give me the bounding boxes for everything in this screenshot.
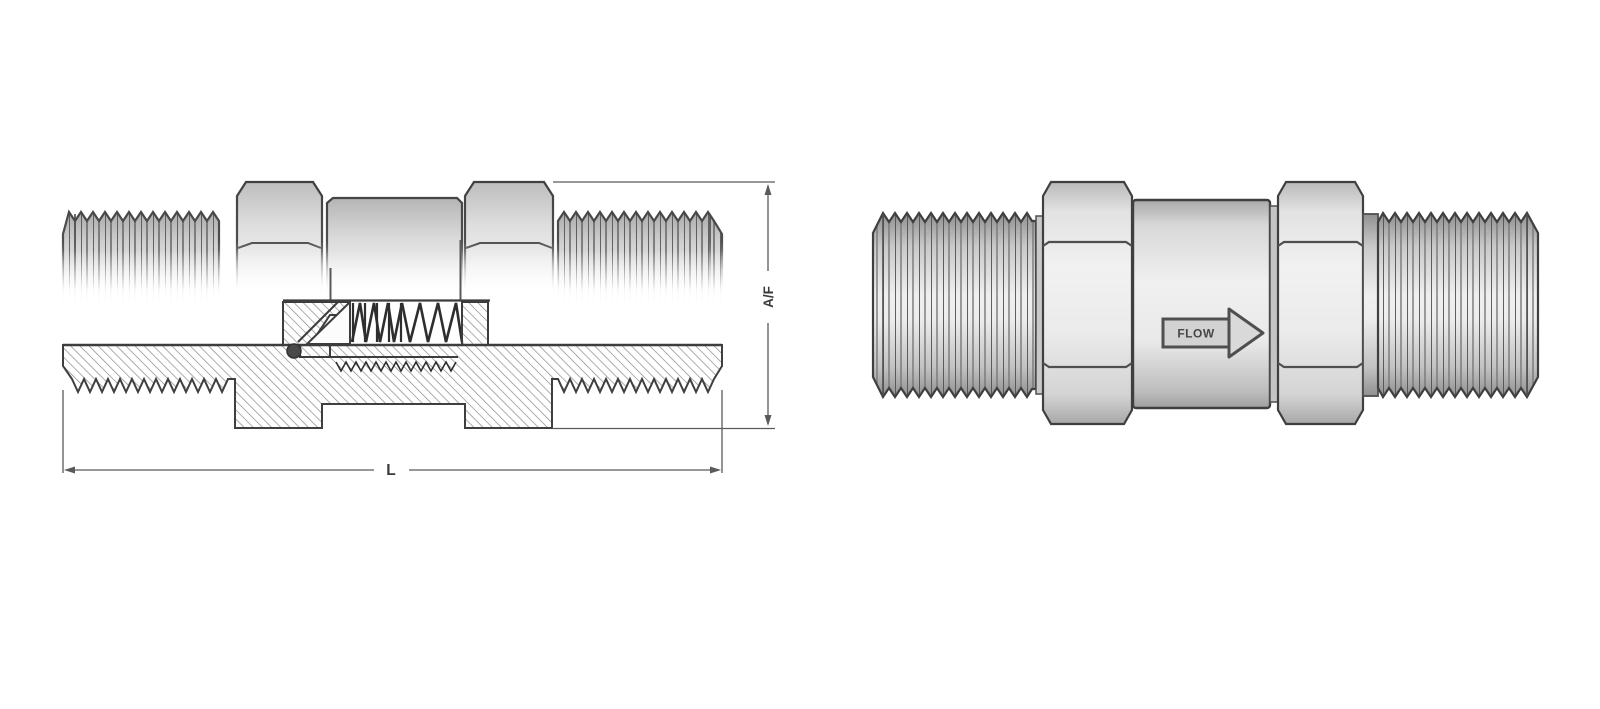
dimension-overall-length: L — [62, 390, 723, 479]
poppet-face-line — [297, 301, 339, 343]
hex-nut-right — [1276, 180, 1365, 426]
collar-right — [1362, 213, 1379, 397]
check-ball — [286, 343, 302, 359]
spring — [350, 302, 464, 343]
across-flats-label: A/F — [761, 286, 776, 308]
arrow-down-icon — [764, 415, 772, 426]
overall-length-label: L — [386, 462, 395, 479]
valve-body — [1131, 198, 1272, 410]
flow-label: FLOW — [1177, 327, 1214, 341]
male-thread-left — [871, 210, 1038, 400]
arrow-right-icon — [710, 466, 721, 474]
sectional-view: A/F L — [60, 180, 776, 479]
male-thread-right — [1376, 210, 1540, 400]
check-mechanism — [282, 240, 490, 373]
arrow-up-icon — [764, 184, 772, 195]
flow-arrow: FLOW — [1161, 307, 1265, 359]
dimension-across-flats: A/F — [552, 181, 776, 430]
external-view: FLOW — [871, 180, 1540, 426]
bore-fade — [60, 250, 726, 305]
spring-retainer — [461, 301, 489, 346]
poppet-cone — [304, 299, 351, 345]
spring-coils — [351, 303, 403, 342]
collar-body-right — [1269, 205, 1279, 403]
hex-nut-left — [1041, 180, 1134, 426]
adjust-screw-thread — [335, 360, 457, 373]
section-hatch — [62, 344, 723, 429]
flow-arrowhead-icon — [1227, 307, 1265, 359]
arrow-left-icon — [64, 466, 75, 474]
